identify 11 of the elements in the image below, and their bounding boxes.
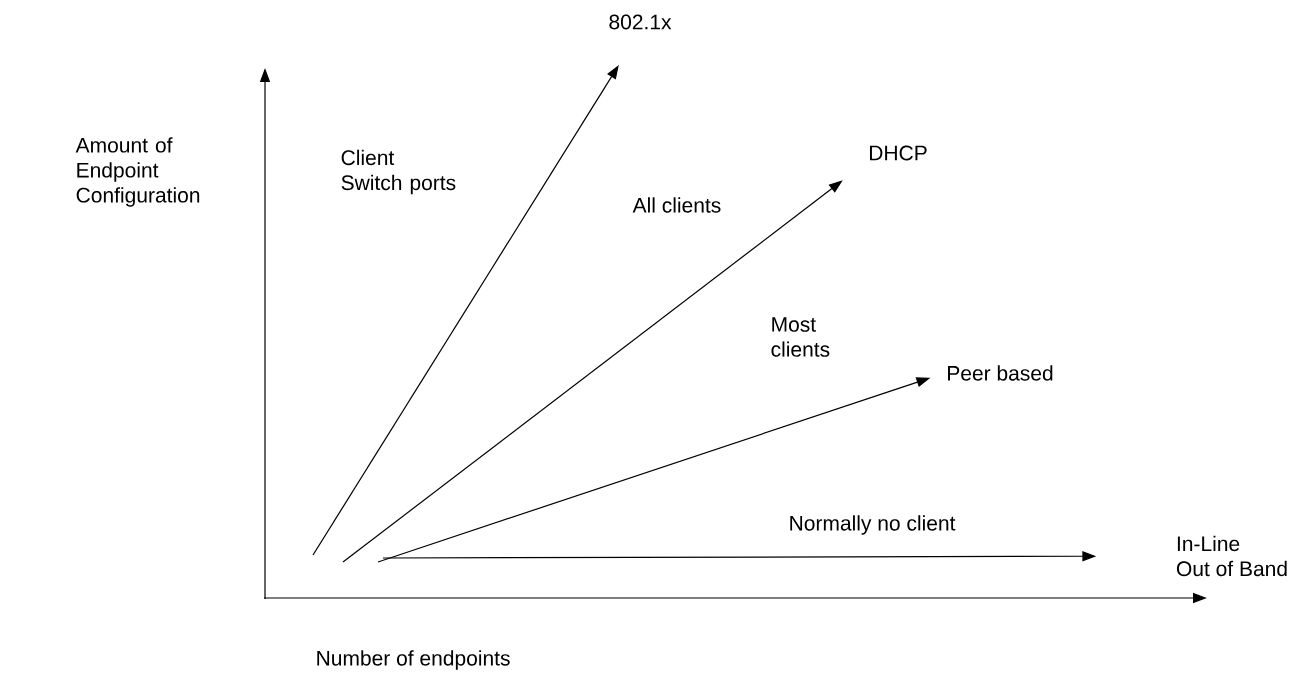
axis-label: Number of endpoints bbox=[317, 650, 510, 670]
axis-label: Amount of Endpoint Configuration bbox=[75, 137, 200, 207]
method-label: 802.1x bbox=[609, 14, 672, 30]
method-label: In-Line Out of Band bbox=[1176, 535, 1287, 577]
edge-label: Client Switch ports bbox=[341, 149, 456, 195]
edge-label: Normally no client bbox=[790, 515, 956, 535]
method-label: Peer based bbox=[948, 365, 1053, 381]
edge-label: Most clients bbox=[771, 317, 830, 357]
arrow bbox=[312, 65, 619, 556]
method-label: DHCP bbox=[870, 145, 927, 161]
edge-label: All clients bbox=[632, 197, 721, 213]
